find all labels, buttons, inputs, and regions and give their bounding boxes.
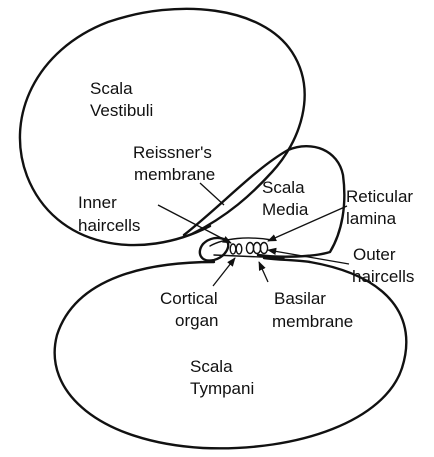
basilar-membrane-arrow: [259, 262, 268, 282]
label-reissners-membrane-line2: membrane: [134, 165, 215, 184]
label-cortical-organ: Cortical organ: [160, 289, 222, 330]
label-basilar-membrane: Basilar membrane: [272, 289, 353, 331]
label-scala-tympani: Scala Tympani: [190, 357, 254, 398]
label-reticular-lamina-line2: lamina: [346, 209, 397, 228]
label-inner-haircells-line1: Inner: [78, 193, 117, 212]
label-scala-tympani-line1: Scala: [190, 357, 233, 376]
label-cortical-organ-line1: Cortical: [160, 289, 218, 308]
inner-haircells-arrow: [158, 205, 231, 243]
label-scala-tympani-line2: Tympani: [190, 379, 254, 398]
label-reissners-membrane-line1: Reissner's: [133, 143, 212, 162]
label-outer-haircells-line2: haircells: [352, 267, 414, 286]
label-reticular-lamina-line1: Reticular: [346, 187, 413, 206]
label-outer-haircells-line1: Outer: [353, 245, 396, 264]
label-inner-haircells: Inner haircells: [78, 193, 140, 235]
cortical-organ-arrow: [213, 258, 235, 286]
label-scala-vestibuli-line1: Scala: [90, 79, 133, 98]
label-inner-haircells-line2: haircells: [78, 216, 140, 235]
scala-tympani-outline: [55, 258, 407, 448]
label-scala-media-line2: Media: [262, 200, 309, 219]
label-scala-media: Scala Media: [262, 178, 309, 219]
label-basilar-membrane-line2: membrane: [272, 312, 353, 331]
outer-haircells-shape: [246, 243, 267, 254]
reissners-membrane-pointer: [200, 183, 224, 205]
label-cortical-organ-line2: organ: [175, 311, 218, 330]
label-reissners-membrane: Reissner's membrane: [133, 143, 217, 184]
label-scala-vestibuli-line2: Vestibuli: [90, 101, 153, 120]
inner-haircells-shape: [230, 244, 242, 254]
label-scala-vestibuli: Scala Vestibuli: [90, 79, 153, 120]
label-outer-haircells: Outer haircells: [352, 245, 414, 286]
label-basilar-membrane-line1: Basilar: [274, 289, 326, 308]
label-reticular-lamina: Reticular lamina: [346, 187, 418, 228]
label-scala-media-line1: Scala: [262, 178, 305, 197]
